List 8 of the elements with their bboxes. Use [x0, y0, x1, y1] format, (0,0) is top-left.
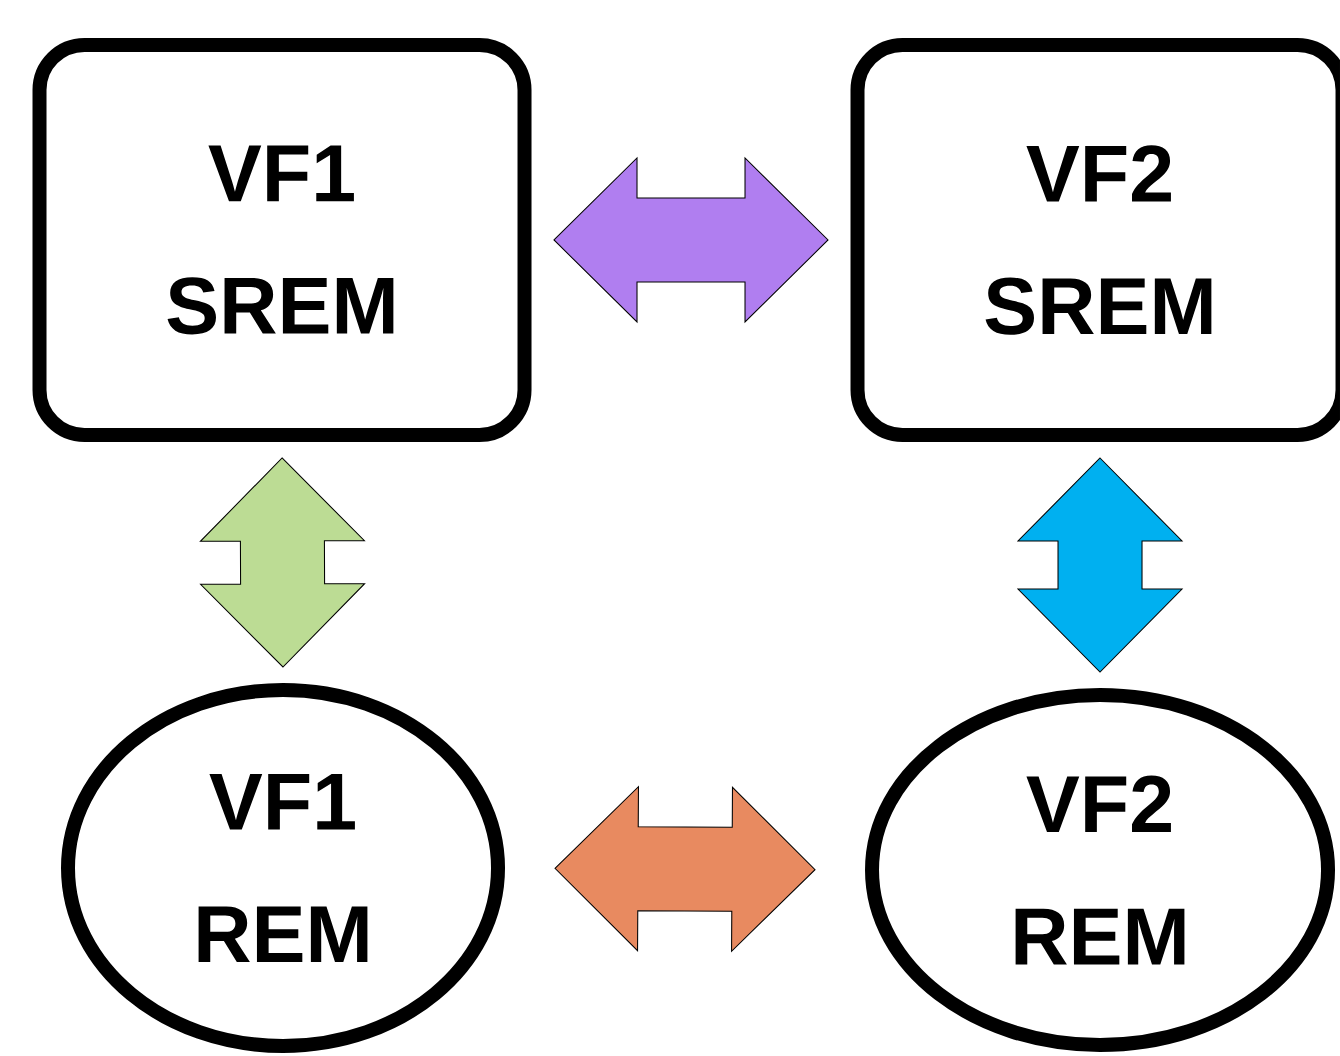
- block-arrow: [1016, 457, 1184, 673]
- block-arrow: [554, 785, 816, 953]
- block-arrow: [199, 457, 366, 668]
- rounded-box: VF1 SREM: [32, 38, 532, 442]
- block-arrow: [553, 156, 829, 324]
- rounded-box: VF2 SREM: [850, 38, 1340, 442]
- ellipse-node: VF2 REM: [865, 688, 1335, 1052]
- ellipse-node: VF1 REM: [61, 683, 505, 1053]
